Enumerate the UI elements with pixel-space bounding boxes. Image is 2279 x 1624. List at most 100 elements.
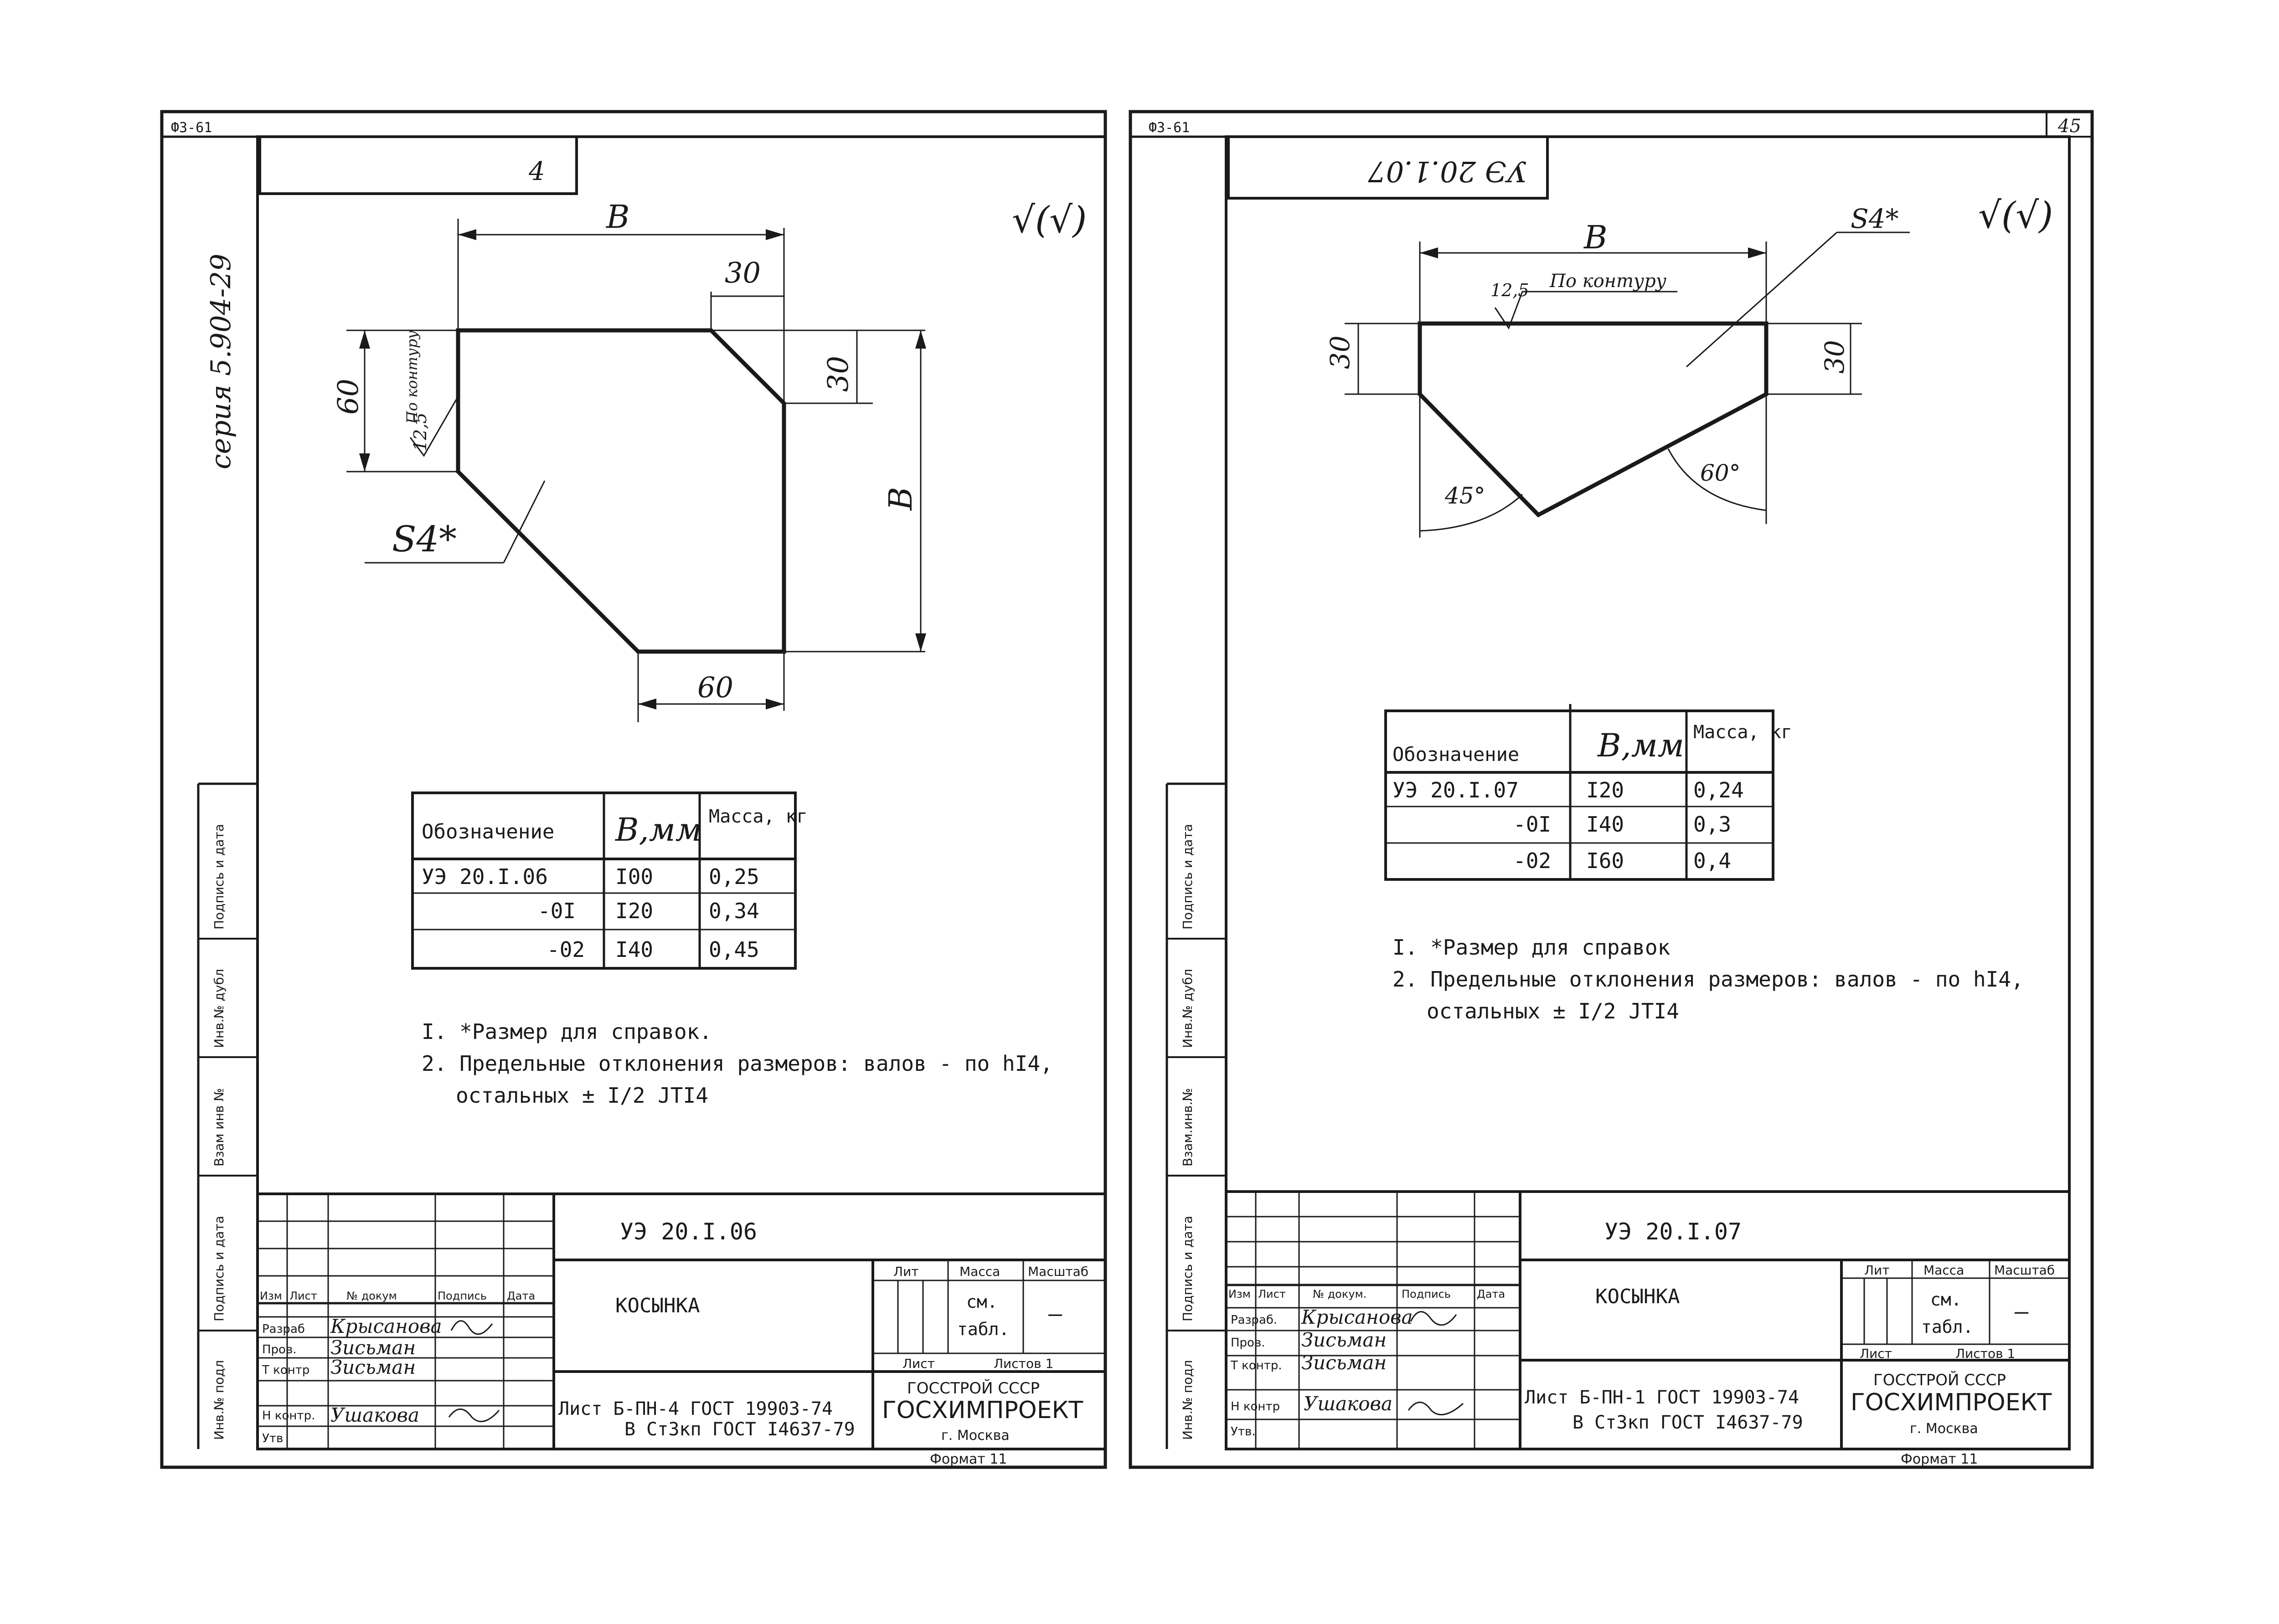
person-name: Зисьман [1301, 1329, 1387, 1351]
table-cell: -02 [547, 937, 585, 962]
table-header: Масса, кг [709, 806, 808, 827]
signature-image [450, 1320, 493, 1335]
side-label: Взам инв № [211, 1088, 227, 1167]
sheet-left: Ф3-61 Подпись и дата Инв.№ дубл Взам инв… [160, 110, 1107, 1469]
side-label: Инв.№ дубл [211, 969, 227, 1048]
note: I. *Размер для справок. [422, 1019, 712, 1044]
person-name: Ушакова [1304, 1393, 1392, 1415]
note: остальных ± I/2 JTI4 [1427, 999, 1679, 1023]
dim-60-side: 60 [331, 379, 365, 415]
role-label: Т контр [262, 1363, 309, 1377]
note: остальных ± I/2 JTI4 [456, 1083, 708, 1108]
role-label: Утв. [1231, 1425, 1256, 1439]
table-cell: -0I [1513, 812, 1551, 837]
corner-number: 4 [528, 157, 545, 186]
format-code: Ф3-61 [171, 120, 212, 136]
side-label: Взам.инв.№ [1180, 1088, 1195, 1167]
po-konturu: По контуру [403, 330, 421, 424]
format-code: Ф3-61 [1149, 120, 1190, 136]
side-label: Инв.№ дубл [1180, 969, 1195, 1048]
person-name: Крысанова [1301, 1306, 1413, 1328]
org-name: ГОСХИМПРОЕКТ [882, 1397, 1083, 1424]
drawing-code: УЭ 20.I.06 [620, 1218, 757, 1245]
org-name: ГОССТРОЙ СССР [907, 1379, 1040, 1398]
mass-value: см. [966, 1292, 998, 1312]
dim-b-top: B [605, 198, 629, 236]
dim-30-top: 30 [725, 256, 761, 289]
rev-header: Изм [1228, 1288, 1251, 1300]
sheet-border [1129, 110, 2094, 1469]
table-cell: I20 [1586, 778, 1624, 802]
role-label: Разраб [262, 1322, 305, 1336]
table-cell: 0,3 [1693, 812, 1731, 837]
scale-label: Масштаб [1028, 1264, 1088, 1279]
scale-label: Масштаб [1994, 1263, 2055, 1278]
mass-label: Масса [959, 1264, 1000, 1279]
note: 2. Предельные отклонения размеров: валов… [1392, 967, 2024, 992]
table-cell: I40 [1586, 812, 1624, 837]
side-label: Инв.№ подл [211, 1360, 227, 1440]
dim-b-top: B [1583, 219, 1607, 256]
role-label: Утв [262, 1432, 283, 1445]
rev-header: № докум [346, 1290, 397, 1302]
angle-60: 60° [1700, 460, 1741, 486]
table-header: Обозначение [422, 820, 554, 843]
table-cell: I00 [615, 864, 653, 889]
corner-box [258, 135, 578, 195]
table-cell: 0,4 [1693, 848, 1731, 873]
lit-label: Лит [1864, 1263, 1890, 1278]
part-outline-left: B 30 30 B 60 12,5 По контуру [331, 198, 926, 722]
rev-header: Дата [507, 1290, 535, 1302]
role-label: Пров. [262, 1343, 297, 1357]
table-header: Обозначение [1392, 743, 1519, 766]
material-line: В Ст3кп ГОСТ I4637-79 [1573, 1412, 1803, 1433]
mass-label: Масса [1923, 1263, 1964, 1278]
material-line: Лист Б-ПН-4 ГОСТ 19903-74 [558, 1398, 833, 1419]
part-outline-right: B 12,5 По контуру 30 30 S4* 45° [1325, 203, 1910, 538]
rev-header: Лист [1258, 1288, 1286, 1300]
drawing-code: УЭ 20.I.07 [1604, 1218, 1742, 1245]
table-cell: I60 [1586, 848, 1624, 873]
corner-number: УЭ 20.1.07 [1368, 155, 1527, 188]
table-cell: I20 [615, 899, 653, 923]
po-konturu: По контуру [1549, 271, 1667, 292]
side-label: Инв.№ подл [1180, 1360, 1195, 1440]
org-name: ГОСХИМПРОЕКТ [1851, 1389, 2052, 1416]
part-name: КОСЫНКА [1595, 1285, 1680, 1308]
mass-value: табл. [1921, 1317, 1973, 1337]
part-name: КОСЫНКА [615, 1294, 700, 1317]
rough-value: 12,5 [410, 412, 430, 451]
format-label: Формат 11 [930, 1451, 1007, 1467]
material-line: В Ст3кп ГОСТ I4637-79 [624, 1419, 855, 1440]
sheet-right: Ф3-61 45 Подпись и дата Инв.№ дубл Взам.… [1129, 110, 2094, 1469]
sheets-label: Листов 1 [1955, 1346, 2015, 1361]
table-cell: 0,34 [709, 899, 759, 923]
scale-value: — [1048, 1300, 1062, 1327]
org-name: ГОССТРОЙ СССР [1873, 1371, 2006, 1389]
title-block-left: Изм Лист № докум Подпись Дата Разраб Про… [256, 1192, 1107, 1467]
rev-header: № докум. [1313, 1288, 1366, 1300]
table-cell: I40 [615, 937, 653, 962]
rev-header: Изм [260, 1290, 282, 1302]
lit-label: Лит [893, 1264, 919, 1279]
sheet-label: Лист [902, 1356, 935, 1371]
org-city: г. Москва [941, 1428, 1010, 1444]
format-label: Формат 11 [1901, 1451, 1978, 1467]
series-label: серия 5.904-29 [205, 254, 237, 469]
roughness-mark: √(√) [1978, 194, 2053, 236]
person-name: Ушакова [330, 1404, 419, 1426]
thickness-label: S4* [392, 519, 457, 560]
signature-image [1408, 1402, 1464, 1416]
mass-value: табл. [957, 1319, 1009, 1339]
table-header: B,мм [1597, 727, 1684, 764]
table-cell: УЭ 20.I.06 [422, 864, 548, 889]
rev-header: Дата [1477, 1288, 1505, 1300]
side-label: Подпись и дата [211, 1216, 227, 1321]
role-label: Разраб. [1231, 1313, 1277, 1327]
rev-header: Подпись [438, 1290, 487, 1302]
angle-45: 45° [1444, 483, 1485, 509]
thickness-label: S4* [1851, 203, 1899, 234]
table-cell: -02 [1513, 848, 1551, 873]
person-name: Крысанова [330, 1315, 442, 1337]
